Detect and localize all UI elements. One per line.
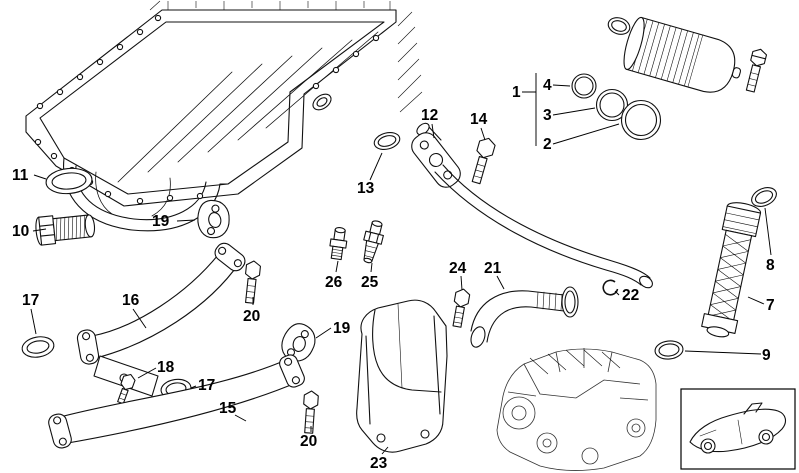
filter-bolt-drawing — [745, 48, 768, 93]
fitting-25-drawing — [363, 220, 384, 264]
callout-18: 18 — [157, 359, 175, 376]
engine-reference-drawing — [496, 348, 657, 471]
callout-14: 14 — [470, 111, 488, 128]
car-icon — [689, 402, 787, 454]
clamp-ring-13-drawing — [373, 132, 401, 150]
callout-26: 26 — [325, 274, 343, 291]
vehicle-thumbnail — [680, 388, 796, 470]
fitting-26-drawing — [329, 227, 348, 261]
callout-1: 1 — [512, 84, 521, 101]
filter-gasket-ring-drawing — [607, 17, 631, 35]
callout-24: 24 — [449, 260, 467, 277]
callout-15: 15 — [219, 400, 237, 417]
callout-23: 23 — [370, 455, 388, 472]
callout-3: 3 — [543, 107, 552, 124]
callout-17-mid: 17 — [198, 377, 215, 394]
oil-pan-drawing — [25, 9, 397, 232]
callout-21: 21 — [484, 260, 502, 277]
callout-10: 10 — [12, 223, 29, 240]
o-ring-3-drawing — [595, 88, 629, 122]
oil-filter-cartridge-drawing — [623, 16, 742, 93]
bolt-20-lower-drawing — [303, 390, 319, 434]
callout-25: 25 — [361, 274, 379, 291]
curved-oil-pipe-drawing — [434, 164, 653, 289]
leader-lines — [30, 73, 772, 455]
callout-19-lower: 19 — [333, 320, 351, 337]
o-ring-17-left-drawing — [21, 336, 55, 358]
callout-13: 13 — [357, 180, 375, 197]
bolt-18-drawing — [117, 373, 136, 405]
o-ring-9-drawing — [654, 340, 684, 360]
bolt-20-upper-drawing — [245, 260, 261, 304]
callout-8: 8 — [766, 257, 775, 274]
callout-22: 22 — [622, 287, 639, 304]
o-ring-4-drawing — [571, 73, 597, 99]
callout-16: 16 — [122, 292, 140, 309]
gasket-19-lower-drawing — [281, 323, 316, 362]
return-pipe-21-drawing — [470, 286, 579, 348]
callout-4: 4 — [543, 77, 552, 94]
o-ring-11-drawing — [45, 167, 93, 195]
callout-12: 12 — [421, 107, 438, 124]
callout-20-lower: 20 — [300, 433, 317, 450]
bolt-14-drawing — [471, 137, 496, 185]
drain-plug-drawing — [35, 214, 96, 246]
callout-9: 9 — [762, 347, 771, 364]
o-ring-8-drawing — [751, 187, 777, 207]
pipe-flange-12-drawing — [411, 132, 461, 188]
retaining-ring-22-drawing — [602, 279, 619, 296]
callout-11: 11 — [12, 167, 29, 184]
callout-17-left: 17 — [22, 292, 39, 309]
strainer-pipe-7-drawing — [701, 202, 762, 338]
cover-bracket-23-drawing — [356, 299, 448, 453]
bolt-24-drawing — [452, 288, 471, 328]
o-ring-2-drawing — [620, 99, 662, 141]
gasket-19-upper-drawing — [197, 199, 230, 239]
callout-labels: 11 10 17 16 19 20 18 17 15 19 20 23 26 2… — [12, 77, 775, 472]
callout-20-upper: 20 — [243, 308, 260, 325]
callout-19-upper: 19 — [152, 213, 170, 230]
callout-2: 2 — [543, 136, 552, 153]
oil-pipe-15-drawing — [48, 354, 305, 449]
section-cut-hatching — [149, 0, 423, 113]
callout-7: 7 — [766, 297, 775, 314]
oil-pipe-16-drawing — [76, 242, 246, 365]
